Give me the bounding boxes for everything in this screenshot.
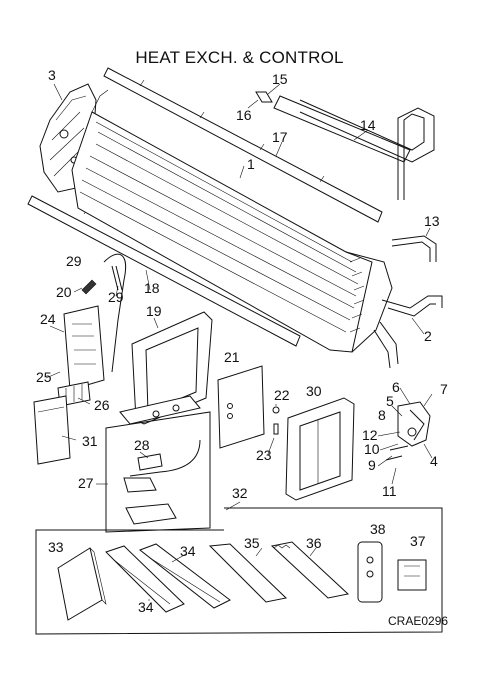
callout-14: 14: [360, 117, 376, 133]
callout-11: 11: [382, 483, 397, 499]
callout-24: 24: [40, 311, 56, 327]
part-24-control-board: [63, 305, 105, 391]
part-27-wiring-kit: [105, 411, 211, 533]
callout-23: 23: [256, 447, 272, 463]
callout-38: 38: [370, 521, 386, 537]
part-33-manual: [57, 547, 107, 621]
callout-7: 7: [440, 381, 448, 397]
leader-lines: [45, 83, 433, 601]
callout-29-b: 29: [108, 289, 124, 305]
callout-9: 9: [368, 457, 376, 473]
callout-4: 4: [430, 453, 438, 469]
callout-13: 13: [424, 213, 440, 229]
part-32-accessory-frame: [35, 507, 443, 635]
part-37-remote-holder: [397, 559, 427, 591]
part-31-cover: [33, 395, 71, 465]
callout-18: 18: [144, 280, 160, 296]
callout-8: 8: [378, 407, 386, 423]
callout-10: 10: [364, 441, 380, 457]
callout-26: 26: [94, 397, 110, 413]
callout-28: 28: [134, 437, 150, 453]
part-22-23-sensor: [272, 406, 280, 435]
callout-17: 17: [272, 129, 288, 145]
part-21-display-panel: [217, 365, 265, 449]
part-34-filter-frame: [105, 543, 231, 613]
callout-32: 32: [232, 485, 248, 501]
callout-34-a: 34: [180, 543, 196, 559]
callout-6: 6: [392, 379, 400, 395]
callout-16: 16: [236, 107, 252, 123]
part-13-pipe: [391, 235, 437, 262]
part-35-filter: [208, 543, 288, 603]
part-19-control-box: [119, 311, 213, 425]
callout-31: 31: [82, 433, 98, 449]
callout-15: 15: [272, 71, 288, 87]
callout-30: 30: [306, 383, 322, 399]
part-2-pipe-assembly: [373, 295, 443, 369]
callout-labels: 1 2 3 4 5 6 7 8 9 10 11 12 13 14 15 16 1…: [36, 67, 448, 615]
callout-34-b: 34: [138, 599, 154, 615]
callout-2: 2: [424, 328, 432, 344]
part-14-pipe: [299, 99, 435, 200]
drawing-code: CRAE0296: [388, 614, 449, 628]
callout-25: 25: [36, 369, 52, 385]
part-29-sensors: [81, 265, 123, 295]
part-30-box-cover: [285, 397, 355, 501]
callout-33: 33: [48, 539, 64, 555]
part-1-heat-exchanger: [71, 89, 393, 353]
part-38-remote: [357, 541, 383, 603]
callout-35: 35: [244, 535, 260, 551]
callout-36: 36: [306, 535, 322, 551]
callout-5: 5: [386, 393, 394, 409]
diagram-title: HEAT EXCH. & CONTROL: [135, 48, 344, 67]
callout-21: 21: [224, 349, 240, 365]
part-4-valve-assembly: [385, 401, 431, 461]
callout-19: 19: [146, 303, 162, 319]
callout-20: 20: [56, 284, 72, 300]
callout-12: 12: [362, 427, 378, 443]
callout-22: 22: [274, 387, 290, 403]
part-sensor-lead: [103, 253, 126, 373]
callout-37: 37: [410, 533, 426, 549]
part-36-filter: [270, 541, 350, 599]
callout-1: 1: [247, 156, 255, 172]
callout-29-a: 29: [66, 253, 82, 269]
callout-3: 3: [48, 67, 56, 83]
part-17-top-rail: [103, 67, 383, 223]
callout-27: 27: [78, 475, 94, 491]
